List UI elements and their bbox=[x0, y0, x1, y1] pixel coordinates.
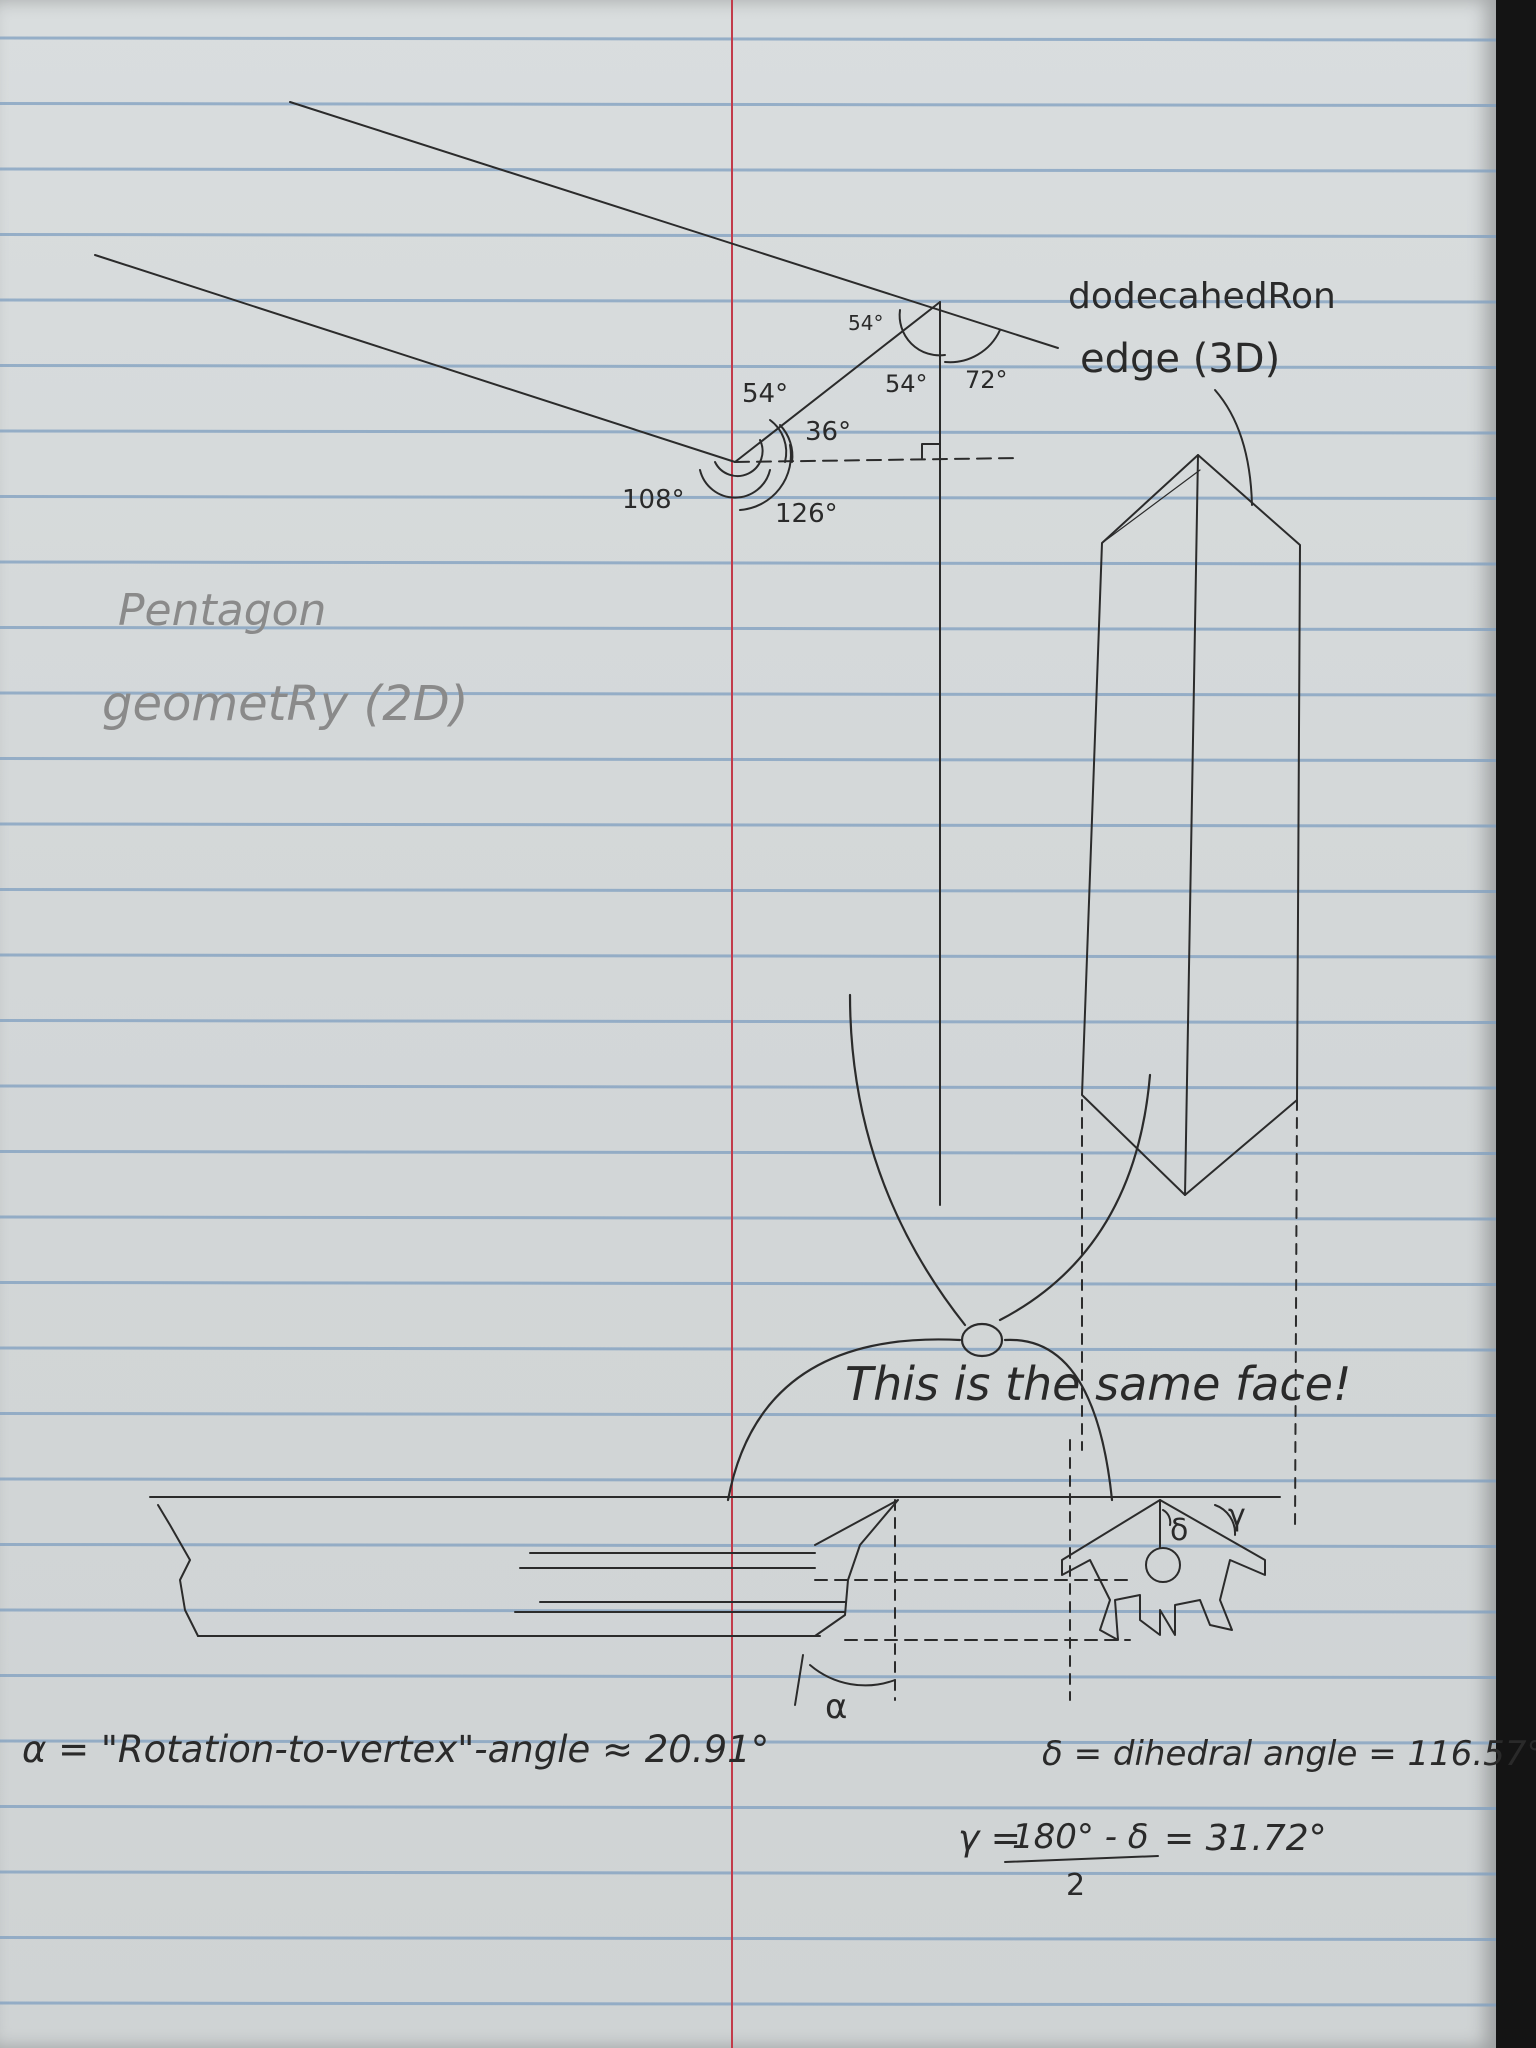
rule-line bbox=[0, 2001, 1497, 2007]
gamma-result: = 31.72° bbox=[1164, 1818, 1327, 1859]
face-side-view bbox=[149, 1439, 1281, 1706]
rule-line bbox=[0, 822, 1497, 828]
rule-line bbox=[0, 757, 1497, 762]
gamma-fraction-bar bbox=[1004, 1855, 1159, 1863]
rule-line bbox=[0, 691, 1497, 697]
pentagon-construction bbox=[94, 101, 1059, 1206]
dodecahedron-label-line1: dodecahedRon bbox=[1068, 276, 1336, 317]
rule-line bbox=[0, 1936, 1497, 1941]
rule-line bbox=[0, 429, 1497, 435]
delta-formula: δ = dihedral angle = 116.57° bbox=[1042, 1734, 1536, 1774]
rule-line bbox=[0, 233, 1497, 238]
angle-126: 126° bbox=[775, 499, 838, 529]
notebook-paper bbox=[0, 0, 1496, 2048]
gamma-numerator: 180° - δ bbox=[1012, 1817, 1149, 1857]
rule-line bbox=[0, 626, 1497, 631]
rule-line bbox=[0, 1805, 1497, 1810]
rule-line bbox=[0, 1215, 1497, 1221]
pointer-curves bbox=[726, 993, 1152, 1502]
rule-line bbox=[0, 1674, 1497, 1679]
alpha-label: α bbox=[825, 1687, 847, 1727]
dodecahedron-label-line2: edge (3D) bbox=[1080, 336, 1280, 382]
alpha-formula: α = "Rotation-to-vertex"-angle ≈ 20.91° bbox=[22, 1728, 769, 1771]
dark-background-edge bbox=[1496, 0, 1536, 2048]
angle-54-top: 54° bbox=[848, 311, 883, 335]
rule-line bbox=[0, 1477, 1497, 1483]
rule-line bbox=[0, 1543, 1497, 1548]
rule-line bbox=[0, 1281, 1497, 1286]
gamma-denominator: 2 bbox=[1066, 1868, 1085, 1903]
rule-line bbox=[0, 167, 1497, 173]
rule-line bbox=[0, 364, 1497, 369]
same-face-note: This is the same face! bbox=[845, 1357, 1351, 1411]
prism-drawing bbox=[1081, 389, 1301, 1531]
angle-54-mid: 54° bbox=[885, 370, 928, 398]
rule-line bbox=[0, 1150, 1497, 1155]
rule-line bbox=[0, 495, 1497, 500]
rule-line bbox=[0, 1019, 1497, 1024]
gamma-formula-left: γ = bbox=[958, 1818, 1021, 1859]
rule-line bbox=[0, 1739, 1497, 1745]
rule-line bbox=[0, 560, 1497, 566]
angle-36: 36° bbox=[805, 417, 851, 447]
pentagon-label-line2: geometRy (2D) bbox=[102, 676, 468, 732]
ruled-lines bbox=[0, 36, 1497, 2007]
rule-line bbox=[0, 953, 1497, 959]
rule-line bbox=[0, 102, 1497, 107]
rule-line bbox=[0, 1412, 1497, 1417]
pentagon-label-line1: Pentagon bbox=[118, 585, 326, 636]
rule-line bbox=[0, 1870, 1497, 1876]
rule-line bbox=[0, 888, 1497, 893]
rule-line bbox=[0, 1346, 1497, 1352]
rule-line bbox=[0, 1084, 1497, 1090]
delta-label: δ bbox=[1170, 1513, 1188, 1548]
angle-108: 108° bbox=[622, 485, 685, 515]
gamma-label: γ bbox=[1228, 1498, 1246, 1533]
rule-line bbox=[0, 298, 1497, 304]
angle-54-left: 54° bbox=[742, 379, 788, 409]
rule-line bbox=[0, 36, 1497, 42]
angle-72: 72° bbox=[965, 366, 1008, 394]
